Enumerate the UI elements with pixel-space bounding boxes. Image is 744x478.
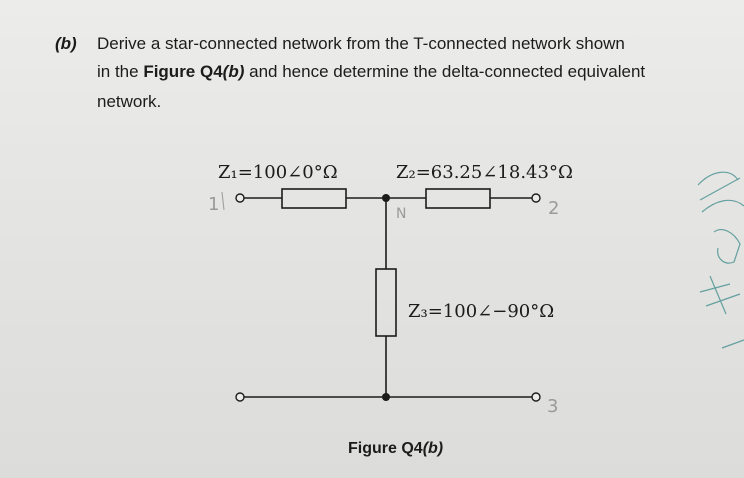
- handwritten-node-3: 3: [547, 396, 558, 417]
- line2-suffix: and hence determine the delta-connected …: [244, 62, 646, 81]
- terminal-2: [531, 193, 541, 203]
- handwritten-node-n: N: [396, 206, 406, 222]
- z1-label: Z₁=100∠0°Ω: [218, 162, 338, 183]
- terminal-bottom-left: [235, 392, 245, 402]
- caption-suffix: (b): [422, 440, 444, 457]
- handwritten-node-1: 1: [208, 194, 219, 215]
- question-label: (b): [55, 34, 77, 53]
- figure-reference: Figure Q4: [143, 62, 223, 81]
- handwritten-mark-1: [221, 191, 225, 211]
- z3-impedance: [375, 268, 397, 337]
- question-line-2: in the Figure Q4(b) and hence determine …: [97, 62, 645, 82]
- figure-reference-part: (b): [222, 62, 245, 81]
- line2-prefix: in the: [97, 62, 144, 81]
- terminal-1: [235, 193, 245, 203]
- question-line-1: Derive a star-connected network from the…: [97, 34, 625, 53]
- margin-scribbles: [697, 171, 744, 349]
- handwritten-node-2: 2: [548, 198, 559, 219]
- caption-prefix: Figure Q4: [348, 440, 423, 457]
- junction-bottom: [382, 393, 390, 401]
- z2-impedance: [425, 188, 491, 209]
- z1-impedance: [281, 188, 347, 209]
- question-line-3: network.: [97, 92, 162, 111]
- z2-label: Z₂=63.25∠18.43°Ω: [396, 162, 573, 183]
- junction-top: [382, 194, 390, 202]
- z3-label: Z₃=100∠−90°Ω: [408, 301, 554, 322]
- terminal-3: [531, 392, 541, 402]
- figure-caption: Figure Q4(b): [348, 440, 443, 458]
